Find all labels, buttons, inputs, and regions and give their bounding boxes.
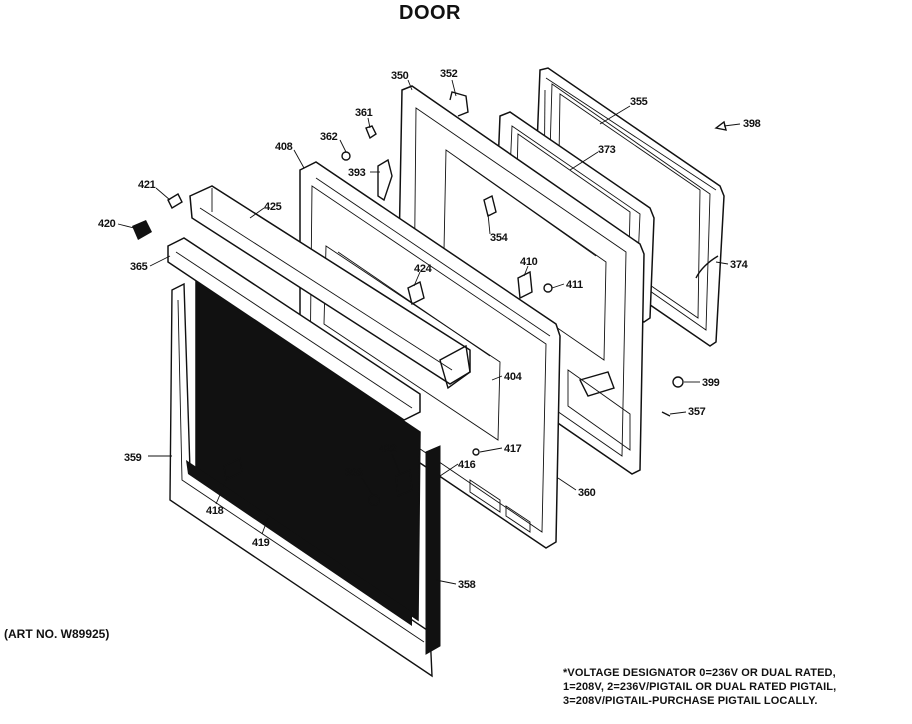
voltage-footnote: *VOLTAGE DESIGNATOR 0=236V OR DUAL RATED…: [563, 666, 909, 708]
part-label-422: 422: [379, 443, 397, 455]
footnote-line-3: 3=208V/PIGTAIL-PURCHASE PIGTAIL LOCALLY.: [563, 695, 818, 707]
part-label-420: 420: [98, 218, 116, 230]
part-label-373: 373: [598, 144, 616, 156]
part-label-365: 365: [130, 261, 148, 273]
part-label-350: 350: [391, 70, 409, 82]
part-label-393: 393: [348, 167, 366, 179]
part-label-399: 399: [702, 377, 720, 389]
part-label-359: 359: [124, 452, 142, 464]
part-label-362: 362: [320, 131, 338, 143]
part-label-352: 352: [440, 68, 458, 80]
part-label-418: 418: [206, 505, 224, 517]
part-label-421: 421: [138, 179, 156, 191]
art-number: (ART NO. W89925): [4, 627, 110, 641]
part-label-417: 417: [504, 443, 522, 455]
part-label-355: 355: [630, 96, 648, 108]
part-label-360: 360: [578, 487, 596, 499]
leader-lines: [117, 79, 741, 585]
top-trim-425: [189, 185, 471, 390]
part-label-425: 425: [264, 201, 282, 213]
footnote-line-2: 1=208V, 2=236V/PIGTAIL OR DUAL RATED PIG…: [563, 681, 837, 693]
part-label-404: 404: [504, 371, 523, 383]
part-label-424: 424: [414, 263, 433, 275]
part-label-374: 374: [730, 259, 749, 271]
part-label-416: 416: [458, 459, 476, 471]
part-label-354: 354: [490, 232, 509, 244]
part-label-410: 410: [520, 256, 538, 268]
part-label-357: 357: [688, 406, 706, 418]
part-label-408: 408: [275, 141, 293, 153]
part-label-393-lower: 393: [345, 467, 363, 479]
part-labels: 350 352 355 398 361 362 373 408 393 421 …: [98, 68, 761, 591]
vent-trim-365: [167, 237, 421, 421]
diagram-title: DOOR: [399, 2, 461, 24]
part-label-358: 358: [458, 579, 476, 591]
part-label-419: 419: [252, 537, 270, 549]
part-label-411: 411: [566, 279, 583, 291]
outer-door-glass: [169, 280, 441, 678]
part-label-398: 398: [743, 118, 761, 130]
footnote-line-1: *VOLTAGE DESIGNATOR 0=236V OR DUAL RATED…: [563, 667, 836, 679]
part-label-361: 361: [355, 107, 373, 119]
small-parts: [132, 120, 727, 506]
